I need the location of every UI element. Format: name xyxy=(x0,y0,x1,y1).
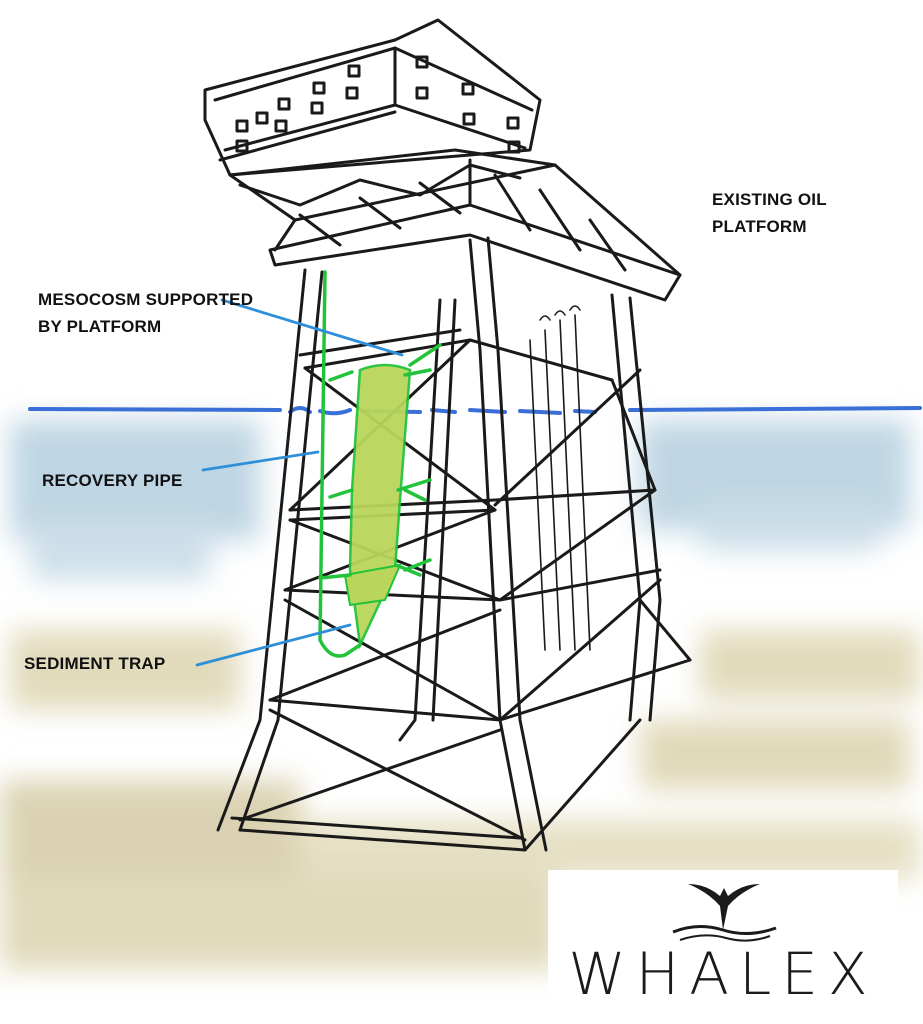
leader-recovery xyxy=(201,450,320,472)
mesocosm xyxy=(343,363,412,650)
logo-wordmark: WHALEX xyxy=(568,940,878,1008)
label-sediment-trap: SEDIMENT TRAP xyxy=(24,654,166,673)
leader-sediment xyxy=(195,623,352,667)
whalex-logo: WHALEX xyxy=(548,870,898,1018)
label-existing-oil-platform: EXISTING OIL PLATFORM xyxy=(712,190,827,236)
whale-tail-icon xyxy=(672,884,777,942)
label-mesocosm: MESOCOSM SUPPORTED BY PLATFORM xyxy=(38,290,254,336)
water-tint xyxy=(10,420,910,580)
leader-lines xyxy=(195,298,404,667)
label-recovery-pipe: RECOVERY PIPE xyxy=(42,471,183,490)
leader-mesocosm xyxy=(220,298,404,357)
recovery-pipe xyxy=(318,270,442,658)
water-line xyxy=(28,406,922,416)
platform-structure xyxy=(203,18,692,852)
